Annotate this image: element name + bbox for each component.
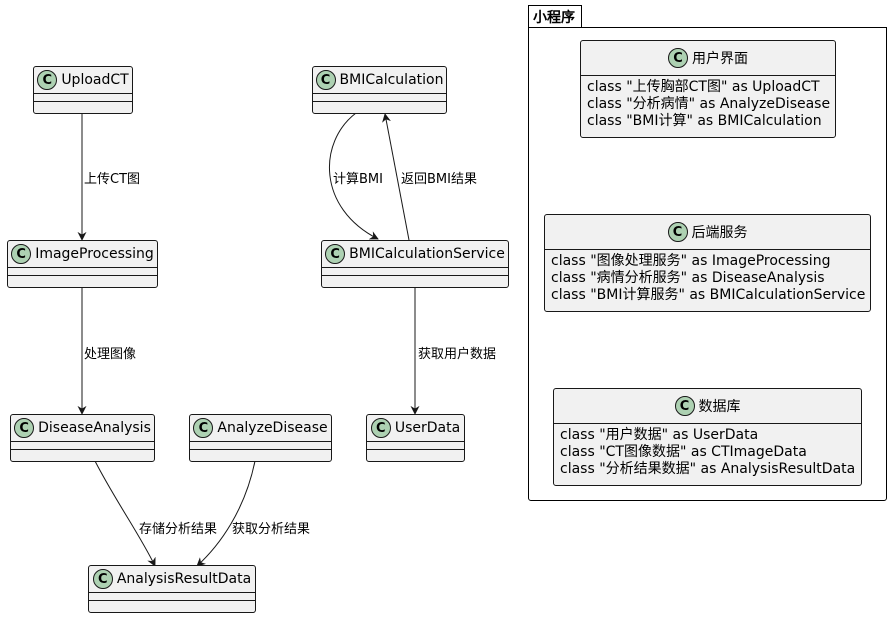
edge-label-return-bmi-result: 返回BMI结果 xyxy=(401,172,477,187)
class-icon: C xyxy=(193,418,214,438)
class-icon: C xyxy=(667,222,688,242)
class-name: AnalyzeDisease xyxy=(217,420,328,436)
class-icon: C xyxy=(325,244,346,264)
methods-compartment xyxy=(322,275,508,283)
attributes-compartment xyxy=(34,93,132,101)
attributes-compartment xyxy=(190,441,331,449)
class-name: UploadCT xyxy=(61,72,129,88)
attributes-compartment xyxy=(8,267,157,275)
class-line: class "BMI计算服务" as BMICalculationService xyxy=(551,287,866,303)
class-name: 后端服务 xyxy=(691,225,748,241)
class-name: AnalysisResultData xyxy=(116,571,252,587)
package-tab: 小程序 xyxy=(528,5,582,27)
edge-label-process-image: 处理图像 xyxy=(84,347,137,362)
methods-compartment xyxy=(11,449,154,457)
class-body: class "上传胸部CT图" as UploadCT class "分析病情"… xyxy=(581,75,835,132)
attributes-compartment xyxy=(322,267,508,275)
edge-label-calc-bmi: 计算BMI xyxy=(333,172,383,187)
class-name: UserData xyxy=(394,420,461,436)
class-line: class "用户数据" as UserData xyxy=(560,427,759,443)
attributes-compartment xyxy=(11,441,154,449)
edge-disease-to-result xyxy=(94,460,156,567)
attributes-compartment xyxy=(313,93,446,101)
edge-label-store-analysis-result: 存储分析结果 xyxy=(139,522,218,537)
class-line: class "BMI计算" as BMICalculation xyxy=(587,113,822,129)
class-name: DiseaseAnalysis xyxy=(38,420,151,436)
class-name: 用户界面 xyxy=(692,51,748,67)
class-line: class "分析结果数据" as AnalysisResultData xyxy=(560,461,856,477)
edge-analyze-to-result xyxy=(196,460,256,567)
class-name: BMICalculationService xyxy=(349,246,505,262)
class-icon: C xyxy=(92,569,113,589)
edge-label-upload-ct-image: 上传CT图 xyxy=(84,172,141,187)
methods-compartment xyxy=(367,449,464,457)
class-line: class "病情分析服务" as DiseaseAnalysis xyxy=(551,270,825,286)
class-name: 数据库 xyxy=(698,399,741,415)
class-body: class "用户数据" as UserData class "CT图像数据" … xyxy=(554,423,861,480)
class-line: class "图像处理服务" as ImageProcessing xyxy=(551,253,831,269)
class-icon: C xyxy=(37,70,58,90)
class-icon: C xyxy=(14,418,35,438)
edge-service-to-bmi xyxy=(382,113,410,241)
class-line: class "分析病情" as AnalyzeDisease xyxy=(587,96,831,112)
class-icon: C xyxy=(370,418,391,438)
class-icon: C xyxy=(11,244,32,264)
class-name: ImageProcessing xyxy=(35,246,154,262)
methods-compartment xyxy=(8,275,157,283)
class-icon: C xyxy=(315,70,336,90)
class-line: class "上传胸部CT图" as UploadCT xyxy=(587,79,820,95)
class-icon: C xyxy=(668,48,688,68)
class-name: BMICalculation xyxy=(339,72,444,88)
attributes-compartment xyxy=(89,592,255,600)
class-body: class "图像处理服务" as ImageProcessing class … xyxy=(545,249,870,306)
edge-bmi-to-service xyxy=(328,112,379,240)
class-icon: C xyxy=(674,396,695,416)
methods-compartment xyxy=(89,600,255,608)
edge-label-get-user-data: 获取用户数据 xyxy=(418,347,497,362)
methods-compartment xyxy=(190,449,331,457)
package-mini-program xyxy=(528,27,887,501)
attributes-compartment xyxy=(367,441,464,449)
methods-compartment xyxy=(34,101,132,109)
methods-compartment xyxy=(313,101,446,109)
class-line: class "CT图像数据" as CTImageData xyxy=(560,444,807,460)
edge-label-get-analysis-result: 获取分析结果 xyxy=(232,522,311,537)
